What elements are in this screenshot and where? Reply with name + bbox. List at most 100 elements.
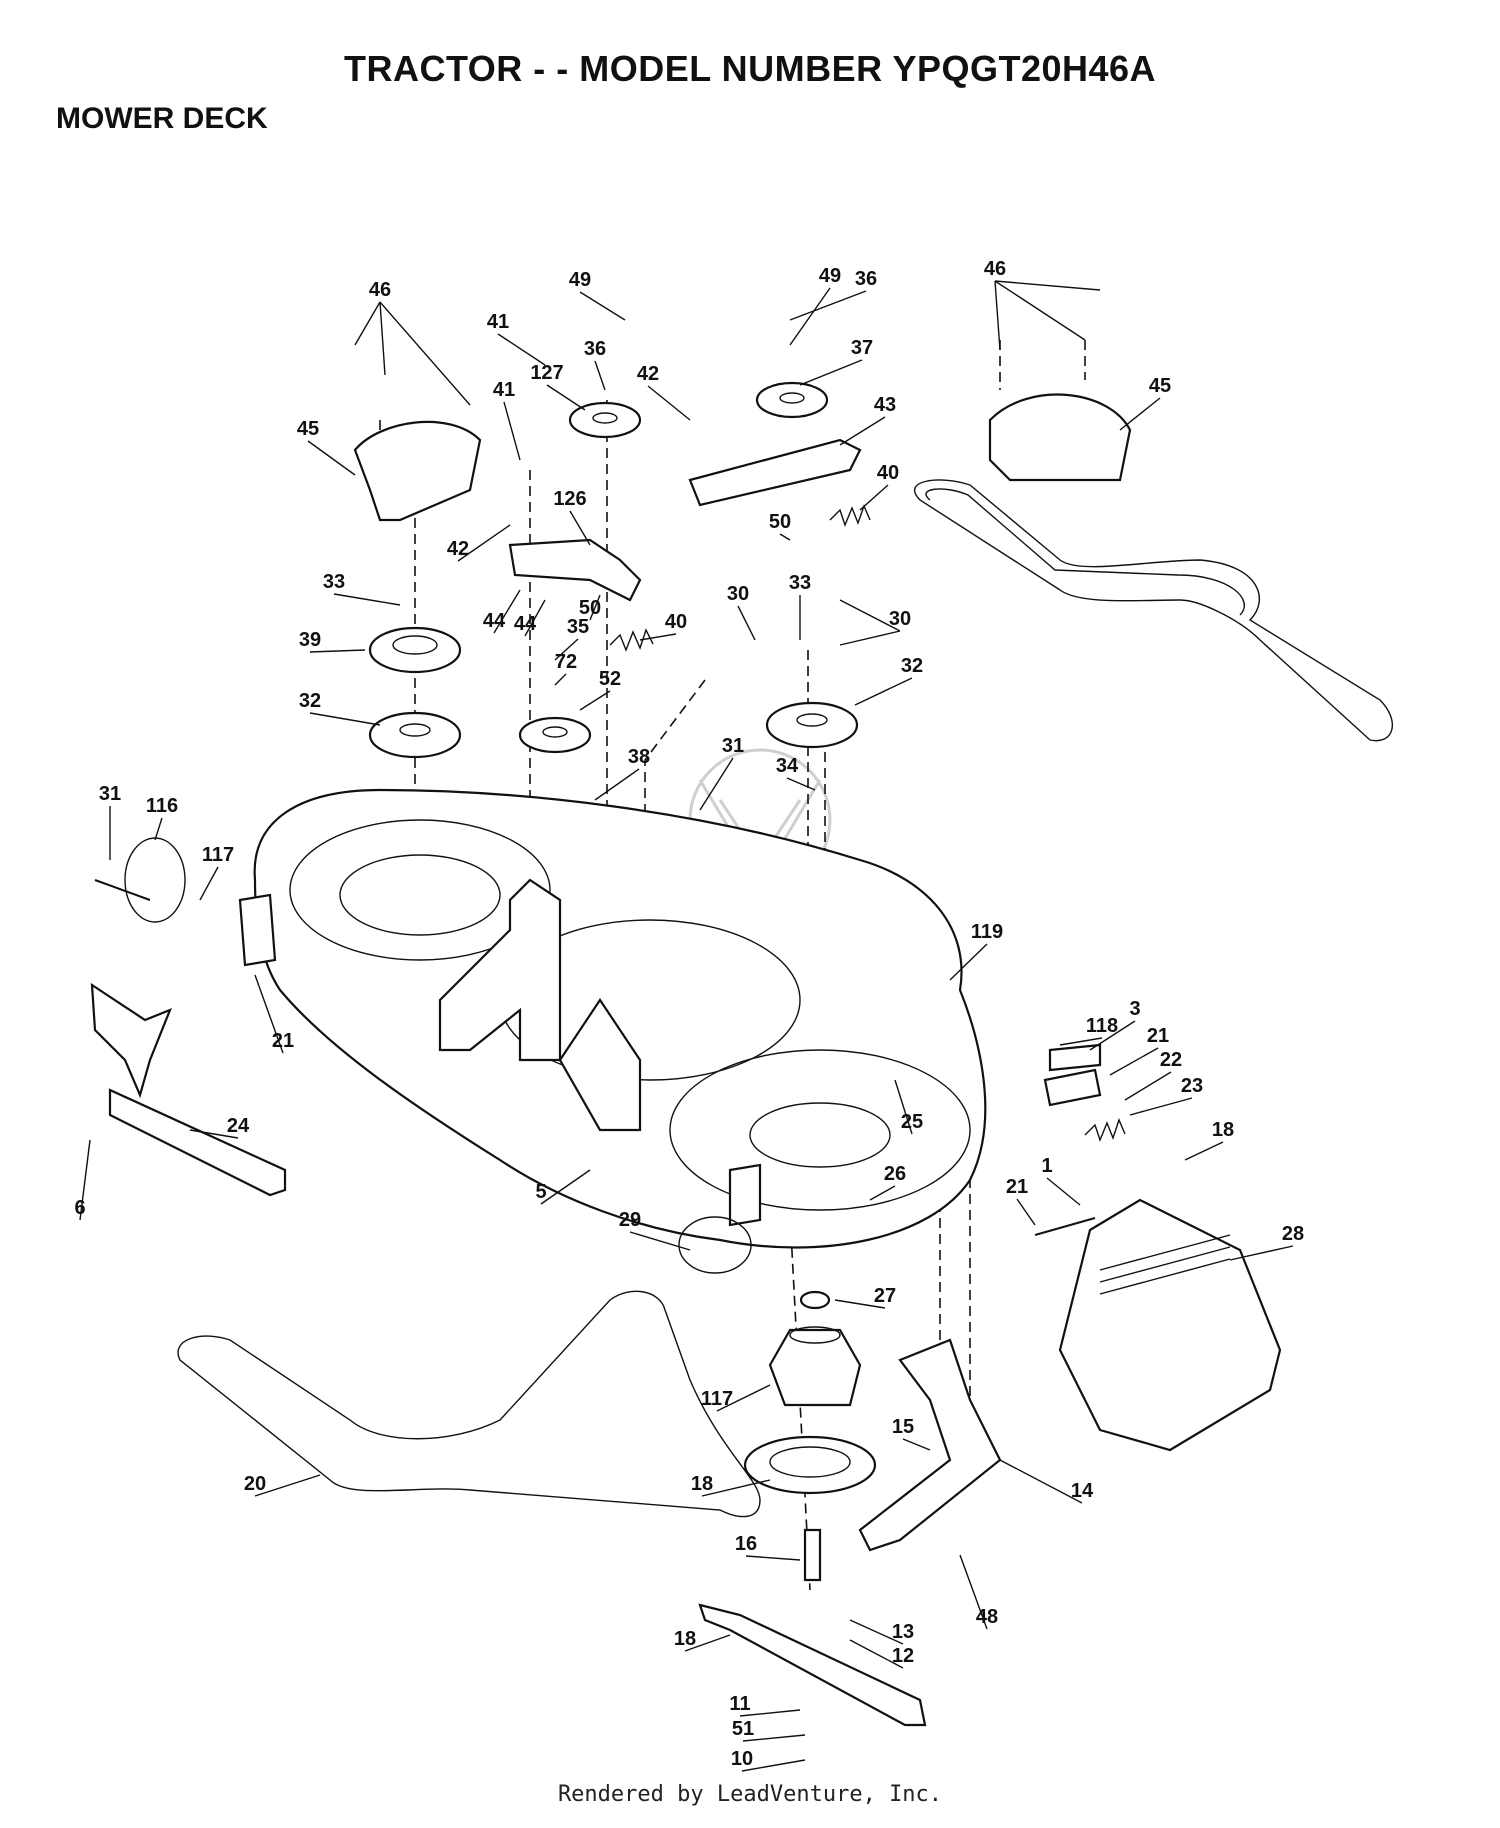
callout-leader-40	[859, 484, 889, 511]
callout-label-23: 23	[1181, 1075, 1203, 1097]
callout-leader-119	[949, 943, 988, 981]
spring-40-left	[609, 628, 654, 652]
callout-leader-35	[554, 638, 579, 661]
callout-leader-15	[902, 1438, 931, 1451]
callout-label-127: 127	[530, 362, 563, 384]
callout-label-50: 50	[769, 511, 791, 533]
callout-leader-34	[786, 777, 816, 791]
callout-leader-18	[684, 1634, 731, 1652]
callout-label-34: 34	[776, 755, 799, 777]
callout-label-25: 25	[901, 1111, 923, 1133]
callout-label-27: 27	[874, 1285, 896, 1307]
callout-label-38: 38	[628, 746, 650, 768]
callout-label-48: 48	[976, 1606, 998, 1628]
callout-label-37: 37	[851, 337, 873, 359]
callout-label-43: 43	[874, 394, 896, 416]
idler-arm-43	[688, 438, 862, 507]
callout-label-21: 21	[1006, 1176, 1028, 1198]
callout-leader-21	[254, 974, 284, 1054]
callout-leader-48	[959, 1554, 988, 1630]
chute-bracket-23	[1043, 1068, 1102, 1107]
callout-leader-49	[579, 291, 626, 321]
callout-label-44: 44	[514, 613, 537, 635]
callout-leader-46	[994, 280, 1086, 341]
callout-leader-50	[589, 594, 601, 621]
callout-leader-39	[309, 649, 366, 653]
callout-leader-50	[779, 533, 791, 541]
callout-leader-40	[639, 633, 677, 641]
chute-spring-25	[1084, 1118, 1126, 1143]
callout-label-51: 51	[732, 1718, 754, 1740]
callout-leaders	[79, 280, 1294, 1772]
callout-label-30: 30	[889, 608, 911, 630]
callout-leader-38	[594, 768, 640, 801]
idler-pulley-52	[518, 716, 592, 754]
callout-label-15: 15	[892, 1416, 914, 1438]
callout-leader-42	[457, 524, 511, 562]
drive-belt-lower	[177, 1290, 761, 1518]
callout-leader-117	[716, 1384, 771, 1412]
callout-leader-33	[333, 593, 401, 606]
hanger-bracket	[90, 982, 172, 1099]
callout-leader-46	[354, 301, 381, 346]
drive-belt-upper	[913, 479, 1393, 742]
callout-label-49: 49	[569, 269, 591, 291]
callout-leader-18	[1184, 1141, 1224, 1161]
left-belt-cover	[353, 420, 482, 522]
callout-leader-27	[834, 1299, 886, 1309]
idler-pulley-127	[568, 401, 642, 439]
callout-label-32: 32	[901, 655, 923, 677]
callout-leader-36	[789, 290, 867, 321]
callout-label-117: 117	[202, 844, 234, 866]
callout-label-10: 10	[731, 1748, 753, 1770]
callout-label-5: 5	[535, 1181, 546, 1203]
callout-label-50: 50	[579, 597, 601, 619]
callout-leader-6	[79, 1139, 91, 1221]
callout-leader-22	[1124, 1071, 1172, 1101]
callout-leader-126	[569, 510, 591, 546]
callout-leader-30	[839, 630, 901, 646]
right-belt-cover	[988, 393, 1132, 482]
callout-leader-10	[741, 1759, 806, 1772]
callout-label-45: 45	[297, 418, 319, 440]
callout-leader-26	[869, 1185, 896, 1201]
callout-label-21: 21	[1147, 1025, 1169, 1047]
callout-label-126: 126	[553, 488, 586, 510]
discharge-chute	[1058, 1198, 1282, 1452]
footer-credit: Rendered by LeadVenture, Inc.	[557, 1782, 943, 1807]
callout-label-118: 118	[1086, 1015, 1118, 1037]
callout-label-41: 41	[487, 311, 509, 333]
callout-label-21: 21	[272, 1030, 294, 1052]
callout-leader-12	[849, 1639, 904, 1669]
callout-label-12: 12	[892, 1645, 914, 1667]
callout-leader-51	[742, 1734, 806, 1742]
callout-leader-23	[1129, 1097, 1193, 1116]
callout-leader-18	[701, 1479, 771, 1497]
callout-leader-28	[1229, 1245, 1294, 1261]
callout-label-31: 31	[99, 783, 121, 805]
callout-leader-21	[1109, 1047, 1159, 1076]
callout-label-36: 36	[855, 268, 877, 290]
mower-deck-housing	[238, 788, 987, 1249]
callout-label-24: 24	[227, 1115, 250, 1137]
callout-leader-41	[497, 333, 546, 366]
idler-arm-126	[508, 538, 642, 602]
callout-leader-118	[1059, 1037, 1103, 1046]
callout-leader-49	[789, 287, 831, 346]
callout-leader-11	[739, 1709, 801, 1717]
callout-label-52: 52	[599, 668, 621, 690]
callout-leader-32	[854, 677, 913, 706]
callout-leader-45	[307, 440, 356, 476]
callout-leader-30	[839, 599, 901, 632]
bearing-15	[799, 1290, 831, 1310]
callout-leader-41	[503, 401, 521, 461]
callout-leader-127	[546, 384, 586, 411]
callout-leader-42	[647, 385, 691, 421]
callout-label-29: 29	[619, 1209, 641, 1231]
callout-label-46: 46	[984, 258, 1006, 280]
idler-pulley-37	[755, 381, 829, 419]
callout-label-28: 28	[1282, 1223, 1304, 1245]
callout-label-22: 22	[1160, 1049, 1182, 1071]
callout-label-20: 20	[244, 1473, 266, 1495]
